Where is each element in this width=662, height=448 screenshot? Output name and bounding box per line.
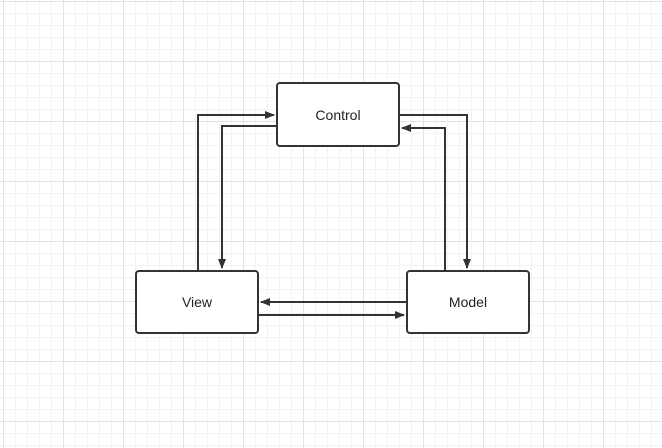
model-label: Model: [448, 294, 488, 310]
edge-model-to-control: [401, 124, 446, 270]
edge-view-to-control: [197, 111, 275, 270]
view-node[interactable]: View: [135, 270, 259, 334]
view-label: View: [181, 294, 213, 310]
model-node[interactable]: Model: [406, 270, 530, 334]
control-label: Control: [315, 106, 361, 123]
control-node[interactable]: Control: [276, 82, 400, 147]
edge-control-to-model: [400, 114, 471, 269]
edge-control-to-view: [218, 125, 276, 269]
